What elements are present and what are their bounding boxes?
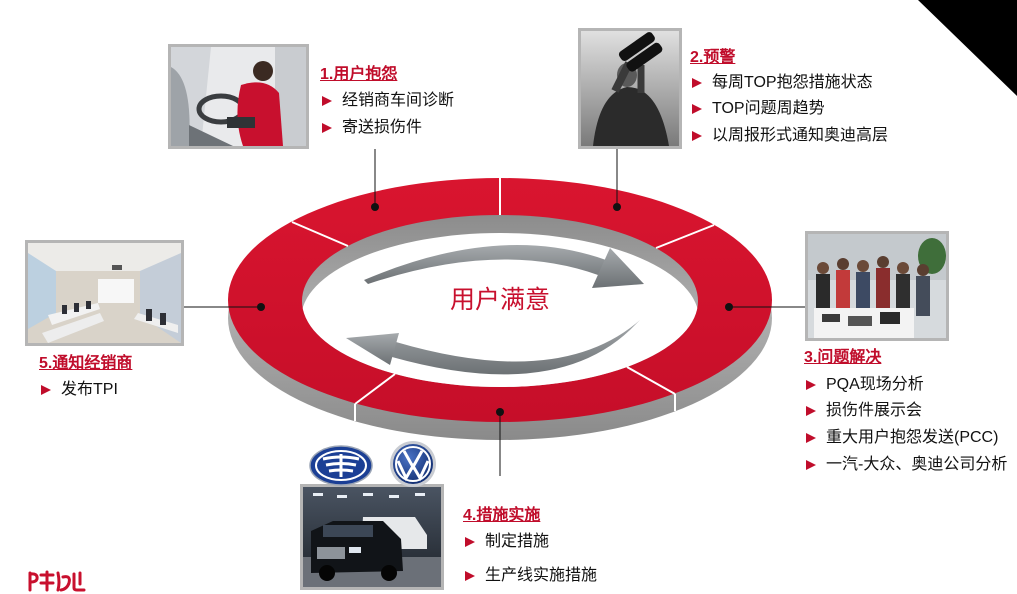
bullet-text: 制定措施 — [485, 533, 550, 550]
triangle-right-icon — [692, 131, 702, 141]
vw-logo — [390, 441, 436, 487]
bullet-text: 生产线实施措施 — [485, 567, 598, 584]
top-arrowhead — [592, 248, 644, 288]
connector-dot — [496, 408, 504, 416]
triangle-right-icon — [465, 537, 475, 547]
connectors — [184, 149, 805, 476]
triangle-right-icon — [806, 433, 816, 443]
bullet-text: PQA现场分析 — [826, 376, 924, 393]
bullet-text: TOP问题周趋势 — [712, 100, 825, 117]
connector-dot — [725, 303, 733, 311]
stage-4-bullet-2: 生产线实施措施 — [465, 567, 597, 585]
bullet-text: 寄送损伤件 — [342, 119, 423, 136]
photo-team-inspecting-parts — [805, 231, 949, 341]
brand-logo — [28, 570, 86, 592]
stage-1-bullet-2: 寄送损伤件 — [322, 119, 422, 137]
center-label: 用户满意 — [449, 285, 550, 314]
connector-dot — [257, 303, 265, 311]
connector-dot — [371, 203, 379, 211]
bullet-text: 重大用户抱怨发送(PCC) — [826, 429, 999, 446]
photo-car-production-line — [300, 484, 444, 590]
stage-5-title: 5.通知经销商 — [39, 355, 133, 372]
stage-3-bullet-1: PQA现场分析 — [806, 376, 924, 394]
triangle-right-icon — [806, 380, 816, 390]
triangle-right-icon — [41, 385, 51, 395]
top-cycle-arrow — [364, 244, 606, 284]
bottom-arrowhead — [346, 333, 399, 365]
triangle-right-icon — [322, 123, 332, 133]
stage-3-bullet-3: 重大用户抱怨发送(PCC) — [806, 429, 998, 447]
bullet-text: 一汽-大众、奥迪公司分析 — [826, 456, 1008, 473]
faw-logo — [309, 445, 373, 486]
stage-2-title: 2.预警 — [690, 49, 736, 66]
stage-2-bullet-1: 每周TOP抱怨措施状态 — [692, 74, 873, 92]
stage-3-title: 3.问题解决 — [804, 349, 882, 366]
stage-2-bullet-3: 以周报形式通知奥迪高层 — [692, 127, 888, 145]
corner-triangle — [918, 0, 1017, 96]
triangle-right-icon — [806, 406, 816, 416]
triangle-right-icon — [692, 104, 702, 114]
triangle-right-icon — [322, 96, 332, 106]
stage-4-bullet-1: 制定措施 — [465, 533, 549, 551]
triangle-right-icon — [692, 78, 702, 88]
bottom-cycle-arrow — [392, 320, 640, 375]
photo-man-with-binoculars — [578, 28, 682, 149]
connector-dot — [613, 203, 621, 211]
stage-3-bullet-2: 损伤件展示会 — [806, 402, 922, 420]
photo-meeting-room — [25, 240, 184, 346]
photo-technician-in-car — [168, 44, 309, 149]
bullet-text: 经销商车间诊断 — [342, 92, 455, 109]
bullet-text: 以周报形式通知奥迪高层 — [712, 127, 889, 144]
bullet-text: 发布TPI — [61, 381, 118, 398]
stage-3-bullet-4: 一汽-大众、奥迪公司分析 — [806, 456, 1007, 474]
circular-arrows-icon — [346, 244, 644, 375]
connector-dots — [257, 203, 733, 416]
bullet-text: 每周TOP抱怨措施状态 — [712, 74, 873, 91]
stage-1-title: 1.用户抱怨 — [320, 66, 398, 83]
stage-5-bullet-1: 发布TPI — [41, 381, 118, 399]
stage-1-bullet-1: 经销商车间诊断 — [322, 92, 454, 110]
triangle-right-icon — [465, 571, 475, 581]
stage-2-bullet-2: TOP问题周趋势 — [692, 100, 825, 118]
triangle-right-icon — [806, 460, 816, 470]
stage-4-title: 4.措施实施 — [463, 507, 541, 524]
ring-dividers — [291, 178, 715, 421]
bullet-text: 损伤件展示会 — [826, 402, 923, 419]
